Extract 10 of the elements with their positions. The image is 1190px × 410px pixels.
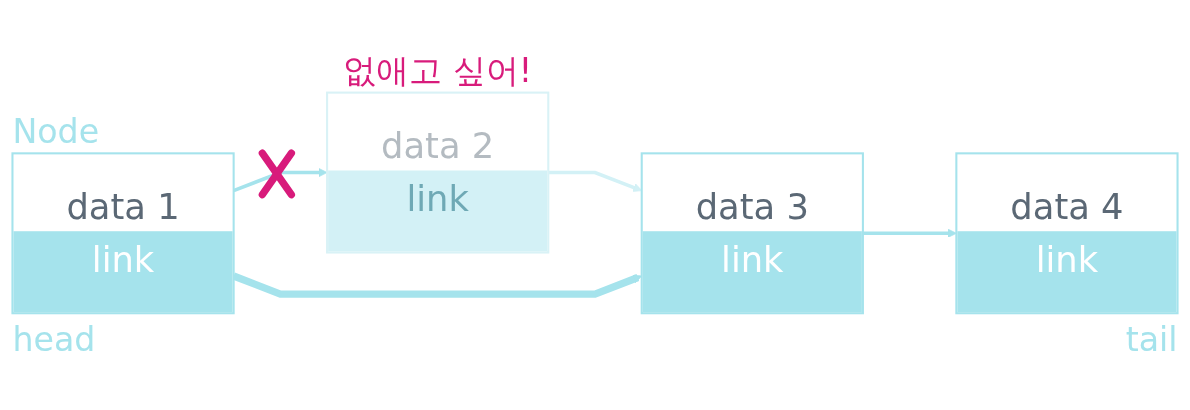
- caption-text: tail: [1125, 319, 1178, 359]
- list-node: data 1 link: [11, 152, 235, 315]
- list-node: data 4 link: [955, 152, 1179, 315]
- caption-text: head: [12, 319, 96, 359]
- list-node: data 2 link: [326, 91, 550, 254]
- arrow: [862, 228, 957, 238]
- arrow: [233, 168, 328, 193]
- caption-text: Node: [12, 111, 100, 151]
- list-node: data 3 link: [640, 152, 864, 315]
- caption-text: 없애고 싶어!: [343, 51, 533, 91]
